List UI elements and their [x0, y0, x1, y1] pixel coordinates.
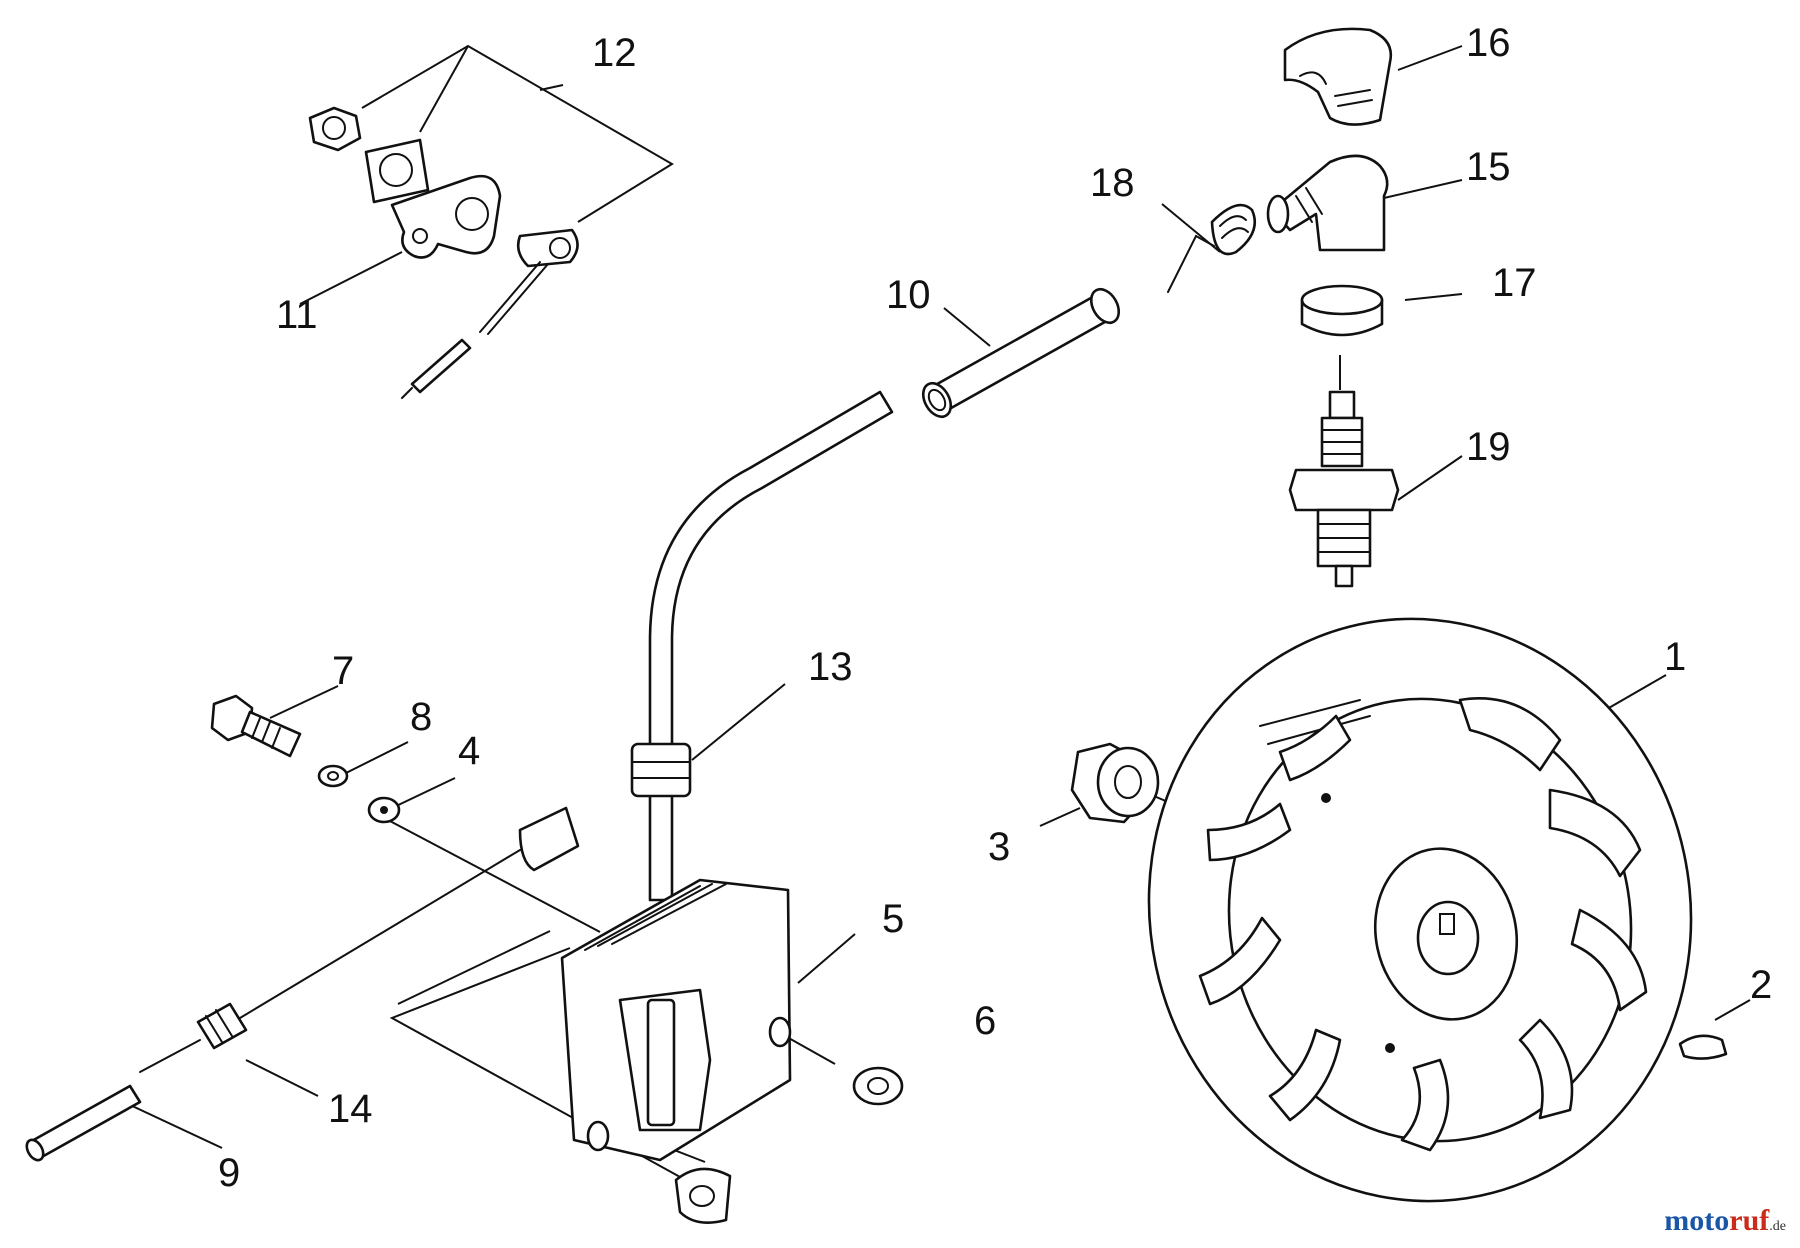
callout-9: 9	[218, 1151, 240, 1195]
flat-washer	[367, 796, 401, 824]
plug-boot-cover	[1283, 27, 1393, 126]
woodruff-key	[1678, 1034, 1728, 1060]
plug-cap	[1266, 154, 1389, 252]
callout-10: 10	[886, 273, 931, 317]
callout-8: 8	[410, 695, 432, 739]
callout-1: 1	[1664, 635, 1686, 679]
bolt	[210, 694, 302, 758]
spacer-upper	[852, 1066, 904, 1106]
callout-7: 7	[332, 649, 354, 693]
stop-switch	[401, 228, 579, 399]
tube-sleeve	[921, 287, 1121, 419]
callout-18: 18	[1090, 161, 1135, 205]
callout-19: 19	[1466, 425, 1511, 469]
callout-6: 6	[974, 999, 996, 1043]
watermark-tld: .de	[1769, 1219, 1786, 1234]
callout-11: 11	[276, 293, 318, 337]
callout-14: 14	[328, 1087, 373, 1131]
callout-5: 5	[882, 897, 904, 941]
ignition-coil	[560, 878, 792, 1162]
leader-lines	[127, 44, 1751, 1189]
ignition-lead	[630, 390, 894, 902]
torsion-spring	[1167, 203, 1257, 293]
kill-wire	[25, 806, 580, 1162]
callout-12: 12	[592, 31, 637, 75]
callout-labels: 1 2 3 4 5 6 7 8 9 10 11 12 13 14 15 16 1…	[218, 21, 1772, 1195]
boot-ring	[1300, 284, 1384, 337]
callout-2: 2	[1750, 963, 1772, 1007]
flywheel	[1147, 617, 1693, 1203]
watermark-part-a: moto	[1664, 1204, 1730, 1237]
stop-plate	[390, 174, 502, 259]
gasket	[364, 138, 430, 204]
callout-16: 16	[1466, 21, 1511, 65]
watermark-part-b: ruf	[1729, 1204, 1770, 1237]
spacer-lower	[674, 1167, 732, 1224]
brand-watermark: motoruf.de	[1664, 1204, 1786, 1238]
callout-13: 13	[808, 645, 853, 689]
callout-4: 4	[458, 729, 480, 773]
callout-17: 17	[1492, 261, 1537, 305]
flywheel-nut	[1070, 742, 1160, 824]
callout-3: 3	[988, 825, 1010, 869]
callout-15: 15	[1466, 145, 1511, 189]
hex-nut	[308, 106, 362, 152]
spark-plug	[1288, 390, 1400, 588]
lock-washer	[317, 764, 349, 788]
